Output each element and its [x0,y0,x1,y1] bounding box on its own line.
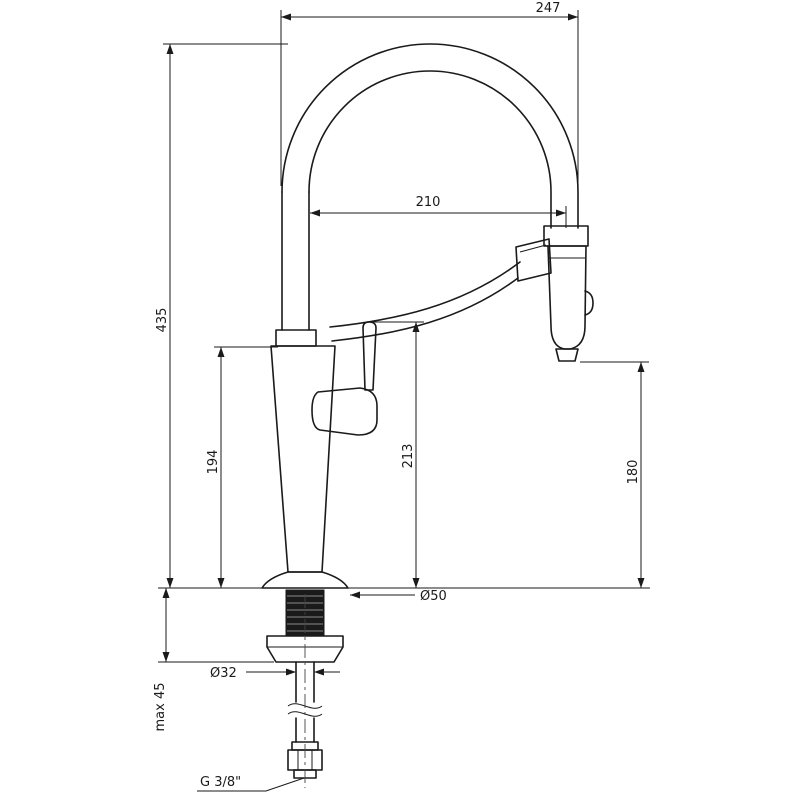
dim-body-height: 194 [206,346,278,588]
dim-handle-height-label: 213 [401,444,416,469]
spray-nozzle [555,348,579,362]
riser-collar [275,329,317,347]
dim-total-height: 435 [155,43,288,588]
dim-base-diameter-label: Ø50 [420,589,447,604]
dim-shank-diameter: Ø32 [210,666,340,681]
spray-head-cap [543,225,589,247]
dim-handle-height: 213 [370,321,424,588]
dim-connection-thread: G 3/8" [197,775,305,792]
dim-connection-thread-label: G 3/8" [200,775,241,790]
dim-max-deck-thickness: max 45 [153,588,274,732]
dim-outlet-height-label: 180 [626,460,641,485]
dim-spout-width-label: 247 [536,1,561,16]
dim-base-diameter: Ø50 [350,589,447,604]
spray-dock-detail [519,244,547,253]
faucet-outline [261,43,594,788]
hose-lower [331,277,519,342]
dim-max-deck-thickness-label: max 45 [153,683,168,732]
dim-body-height-label: 194 [206,450,221,475]
base-flange [261,571,349,589]
supply-pipe-upper [295,661,315,703]
body-cone [270,345,336,573]
spout-arc-inner [308,70,552,229]
spray-dock [515,238,552,282]
spray-head-button [584,290,594,316]
dim-total-height-label: 435 [155,308,170,333]
dim-outlet-height: 180 [580,361,649,588]
dim-spout-width: 247 [280,1,579,186]
handle-lever [362,321,377,391]
spout-arc-outer [281,43,579,229]
riser-tube [281,191,310,331]
spray-head-body [546,245,587,350]
dim-spout-reach-label: 210 [416,195,441,210]
hose-upper [329,261,521,328]
supply-pipe-lower [295,717,315,743]
dim-spout-reach: 210 [310,195,567,228]
handle-mount [311,387,378,436]
dimension-lines: 247 210 435 [153,1,650,792]
dim-shank-diameter-label: Ø32 [210,666,237,681]
